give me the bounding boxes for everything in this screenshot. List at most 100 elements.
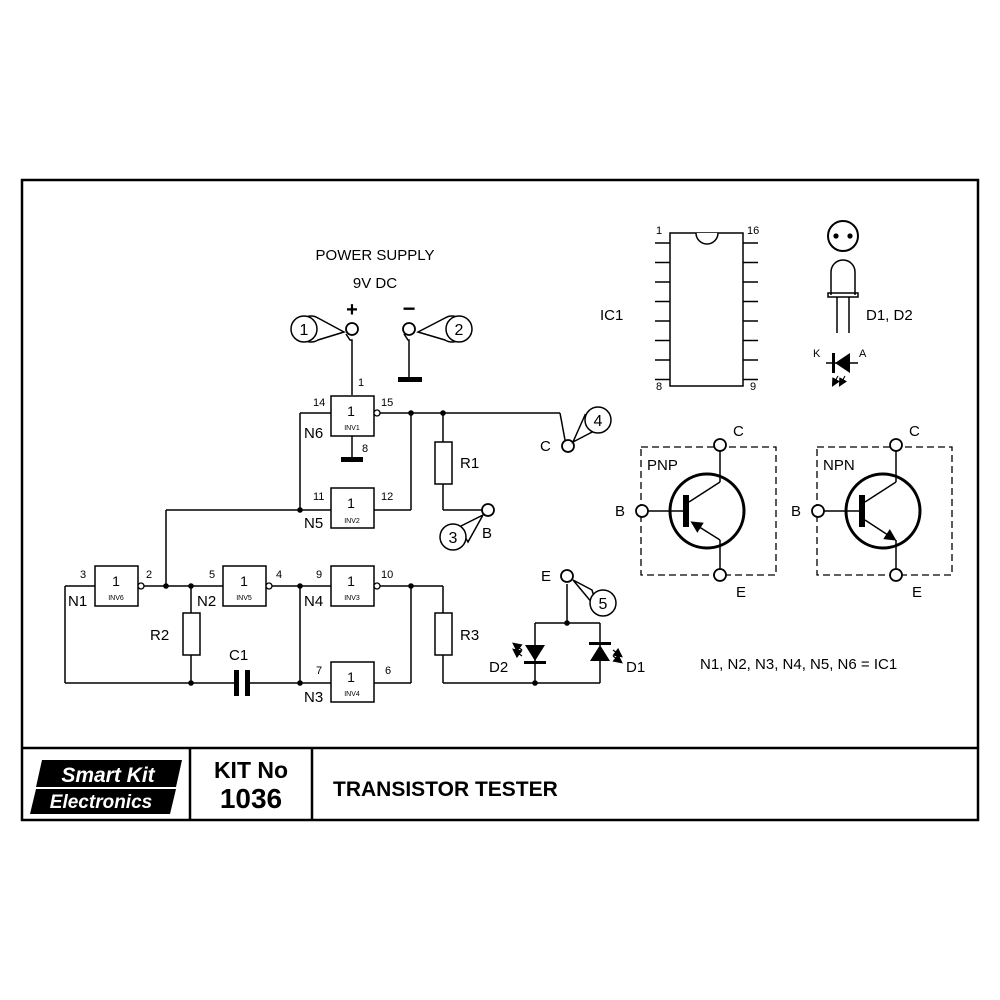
led-d2: [512, 642, 546, 664]
ground-bar-minus: [398, 377, 422, 382]
svg-text:3: 3: [80, 569, 86, 581]
gate-n6: 1 INV1 14 15 N6: [304, 395, 393, 442]
terminal-b-circuit[interactable]: [481, 503, 495, 517]
gate-n1: 1 INV6 3 2 N1: [68, 565, 152, 610]
gate-n3: 1 INV4 7 6 N3: [304, 661, 391, 706]
capacitor-c1-label: C1: [229, 647, 248, 664]
npn-c-label: C: [909, 423, 920, 440]
svg-text:12: 12: [381, 491, 393, 503]
svg-text:N5: N5: [304, 515, 323, 532]
terminal-c-label: C: [540, 438, 551, 455]
callout-1: 1: [290, 315, 346, 343]
svg-text:INV6: INV6: [108, 595, 124, 602]
ic1-pin16: 16: [747, 225, 759, 237]
ic1-label: IC1: [600, 307, 623, 324]
svg-text:15: 15: [381, 397, 393, 409]
svg-text:5: 5: [209, 569, 215, 581]
pnp-c-label: C: [733, 423, 744, 440]
callout-3: 3: [439, 513, 485, 551]
power-title: POWER SUPPLY: [316, 247, 435, 264]
svg-text:6: 6: [385, 665, 391, 677]
svg-text:7: 7: [316, 665, 322, 677]
junctions: [163, 410, 570, 686]
kit-label: KIT No: [214, 757, 288, 783]
ic1-package: [655, 232, 758, 387]
gate-note: N1, N2, N3, N4, N5, N6 = IC1: [700, 656, 897, 673]
pnp-b-label: B: [615, 503, 625, 520]
plus-terminal-lead: [345, 333, 353, 395]
minus-terminal-lead: [403, 333, 410, 378]
ic1-pin1: 1: [656, 225, 662, 237]
gate-n5: 1 INV2 11 12 N5: [304, 487, 393, 532]
terminal-e-circuit[interactable]: [560, 569, 574, 583]
callout-4-number: 4: [594, 413, 603, 430]
power-plus-sign: +: [346, 299, 358, 321]
npn-socket: [811, 438, 953, 582]
svg-text:1: 1: [347, 403, 355, 419]
npn-collector-pin[interactable]: [889, 438, 903, 452]
resistor-r2-label: R2: [150, 627, 169, 644]
svg-text:INV2: INV2: [344, 518, 360, 525]
pnp-base-pin[interactable]: [635, 504, 649, 518]
resistor-r1-label: R1: [460, 455, 479, 472]
gate-n2: 1 INV5 5 4 N2: [197, 565, 282, 610]
svg-text:11: 11: [313, 491, 324, 503]
kit-number: 1036: [220, 783, 282, 814]
pnp-socket: [635, 438, 777, 582]
callout-5-number: 5: [599, 596, 608, 613]
led-a-label: A: [859, 348, 867, 360]
callout-4: 4: [571, 406, 612, 444]
plus-terminal[interactable]: [345, 322, 359, 336]
brand-line2: Electronics: [50, 792, 152, 813]
pnp-emitter-pin[interactable]: [713, 568, 727, 582]
minus-terminal[interactable]: [402, 322, 416, 336]
svg-text:1: 1: [112, 573, 120, 589]
terminal-b-label: B: [482, 525, 492, 542]
pnp-label: PNP: [647, 457, 678, 474]
svg-text:4: 4: [276, 569, 282, 581]
callout-2: 2: [416, 315, 473, 343]
wires: [64, 412, 601, 684]
led-symbol-icon: [826, 353, 858, 387]
svg-text:INV5: INV5: [236, 595, 252, 602]
ic1-pin9: 9: [750, 381, 756, 393]
supply-pin-gnd: 8: [362, 443, 368, 455]
brand-line1: Smart Kit: [61, 764, 155, 787]
product-title: TRANSISTOR TESTER: [333, 778, 558, 801]
svg-text:10: 10: [381, 569, 393, 581]
svg-text:1: 1: [347, 669, 355, 685]
capacitor-c1: [234, 670, 250, 696]
led-top-view-icon: [827, 220, 859, 252]
power-voltage: 9V DC: [353, 275, 397, 292]
callout-2-number: 2: [455, 322, 464, 339]
svg-text:N3: N3: [304, 689, 323, 706]
svg-text:INV4: INV4: [344, 691, 360, 698]
svg-text:9: 9: [316, 569, 322, 581]
resistor-r2: [182, 612, 201, 656]
outer-frame: [20, 178, 980, 822]
svg-text:2: 2: [146, 569, 152, 581]
svg-text:INV3: INV3: [344, 595, 360, 602]
ic1-pin8: 8: [656, 381, 662, 393]
gate-n4: 1 INV3 9 10 N4: [304, 565, 393, 610]
resistor-r3-label: R3: [460, 627, 479, 644]
pnp-collector-pin[interactable]: [713, 438, 727, 452]
led-d1: [589, 642, 623, 664]
svg-text:INV1: INV1: [344, 425, 360, 432]
callout-1-number: 1: [300, 322, 309, 339]
power-minus-sign: −: [403, 296, 416, 321]
svg-text:1: 1: [347, 495, 355, 511]
callout-5: 5: [572, 579, 617, 617]
npn-b-label: B: [791, 503, 801, 520]
callout-3-number: 3: [449, 530, 458, 547]
resistor-r3: [434, 612, 453, 656]
svg-text:N1: N1: [68, 593, 87, 610]
svg-text:N2: N2: [197, 593, 216, 610]
npn-emitter-pin[interactable]: [889, 568, 903, 582]
svg-text:14: 14: [313, 397, 325, 409]
terminal-c-circuit[interactable]: [561, 439, 575, 453]
terminal-e-label: E: [541, 568, 551, 585]
npn-base-pin[interactable]: [811, 504, 825, 518]
led-d1-label: D1: [626, 659, 645, 676]
